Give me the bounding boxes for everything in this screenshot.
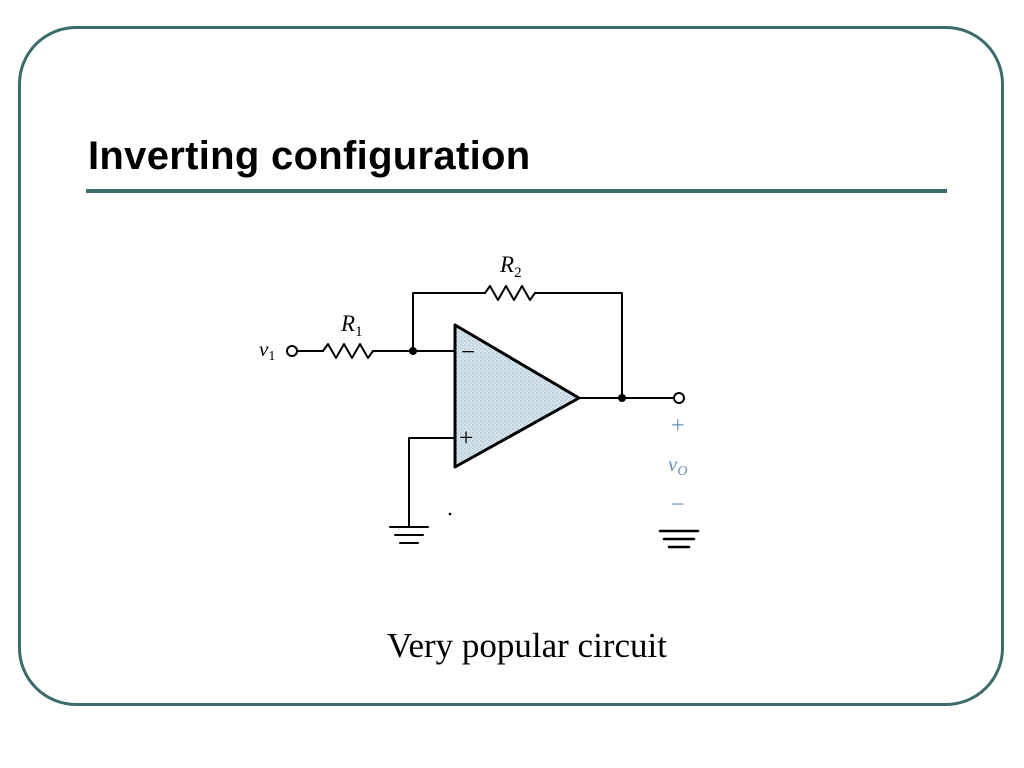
output-plus-label: + [671,413,685,439]
feedback-left-wire [412,292,486,352]
stray-dot [448,512,452,516]
junction-node-output [618,394,626,402]
slide-frame [18,26,1004,706]
r1-resistor [322,343,374,359]
r1-label: R1 [340,311,363,340]
input-voltage-label: v1 [259,337,275,364]
junction-node-input [409,347,417,355]
output-minus-label: − [671,492,685,518]
output-voltage-label: vO [668,452,687,479]
ground-left [389,526,429,544]
r2-resistor [484,285,536,301]
minus-terminal-label: − [461,339,475,366]
feedback-right-wire [534,292,623,399]
output-terminal [673,392,685,404]
input-terminal [286,345,298,357]
plus-terminal-label: + [459,425,473,452]
plus-input-wire [408,437,456,528]
r2-label: R2 [499,252,522,281]
slide-caption: Very popular circuit [387,626,667,665]
ground-right [658,529,700,549]
opamp-triangle [453,323,581,469]
title-underline [86,189,947,193]
slide-title: Inverting configuration [88,134,531,178]
